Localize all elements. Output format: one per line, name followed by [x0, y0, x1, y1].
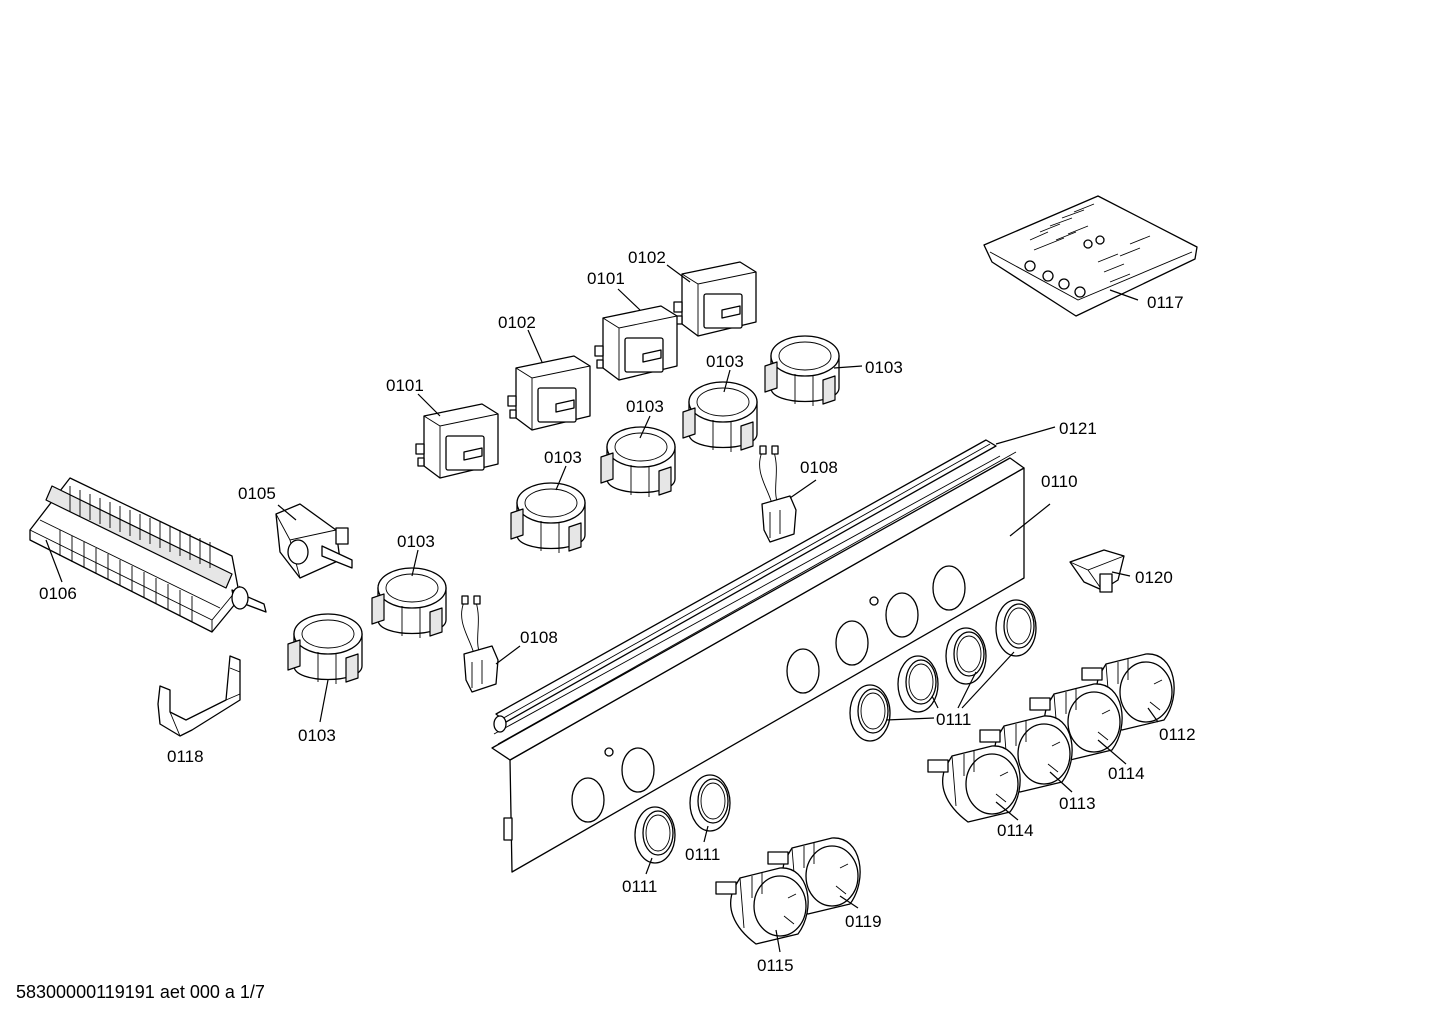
bezel-0111-e [689, 774, 731, 832]
knob-ring-0103-f [287, 613, 363, 685]
screw-bag-illustration [983, 195, 1198, 317]
clip-0120 [1069, 549, 1125, 593]
label-0108-a: 0108 [800, 458, 838, 477]
label-0105: 0105 [238, 484, 276, 503]
label-0101-b: 0101 [386, 376, 424, 395]
thermostat-0105 [275, 503, 353, 579]
knob-ring-0103-b [682, 381, 758, 453]
label-0111-a: 0111 [936, 710, 971, 729]
label-0110: 0110 [1041, 472, 1078, 491]
label-0114-b: 0114 [997, 821, 1034, 840]
bezel-0111-a [995, 599, 1037, 657]
label-0103-f: 0103 [298, 726, 336, 745]
label-0120: 0120 [1135, 568, 1173, 587]
knob-ring-0103-a [764, 335, 840, 407]
label-0108-b: 0108 [520, 628, 558, 647]
bezel-0111-d [849, 684, 891, 742]
label-0102-b: 0102 [498, 313, 536, 332]
knob-ring-0103-c [600, 426, 676, 498]
rotary-switch-0101-b [415, 403, 499, 479]
document-footer: 58300000119191 aet 000 a 1/7 [16, 982, 265, 1002]
wire-harness-0108-b [460, 595, 499, 693]
label-0114-a: 0114 [1108, 764, 1145, 783]
label-0121: 0121 [1059, 419, 1097, 438]
bezel-0111-b [945, 627, 987, 685]
rotary-switch-0102-a [673, 261, 757, 337]
callout-labels: 0117 0102 0101 0102 0101 0103 0103 0103 … [39, 248, 1196, 975]
label-0113: 0113 [1059, 794, 1096, 813]
rail-0121 [493, 439, 1001, 735]
knob-0115 [715, 867, 809, 945]
label-0115: 0115 [757, 956, 794, 975]
label-0106: 0106 [39, 584, 77, 603]
label-0103-b: 0103 [706, 352, 744, 371]
label-0112: 0112 [1159, 725, 1196, 744]
control-panel-0110 [491, 451, 1025, 873]
label-0102-a: 0102 [628, 248, 666, 267]
bezel-0111-f [634, 806, 676, 864]
label-0111-b: 0111 [685, 845, 720, 864]
knob-ring-0103-d [510, 482, 586, 554]
label-0117: 0117 [1147, 293, 1184, 312]
rotary-switch-0101-a [594, 305, 678, 381]
label-0119: 0119 [845, 912, 882, 931]
label-0103-c: 0103 [626, 397, 664, 416]
bezel-0111-c [897, 655, 939, 713]
bracket-0118 [157, 655, 241, 737]
rotary-switch-0102-b [507, 355, 591, 431]
label-0118: 0118 [167, 747, 204, 766]
label-0103-e: 0103 [397, 532, 435, 551]
label-0111-c: 0111 [622, 877, 657, 896]
selector-switch-0106 [29, 477, 267, 633]
knob-ring-0103-e [371, 567, 447, 639]
label-0101-a: 0101 [587, 269, 625, 288]
wire-harness-0108-a [758, 445, 797, 543]
label-0103-d: 0103 [544, 448, 582, 467]
label-0103-a: 0103 [865, 358, 903, 377]
leader-lines [45, 264, 1159, 953]
